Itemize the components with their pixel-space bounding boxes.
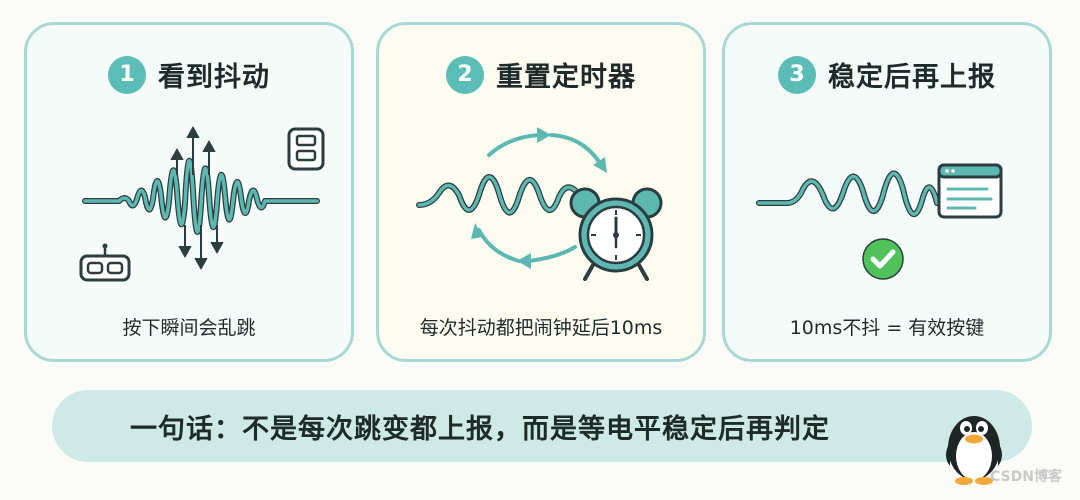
alarm-clock-icon	[569, 187, 663, 281]
card-caption: 每次抖动都把闹钟延后10ms	[419, 317, 663, 339]
step-number-badge: 2	[446, 55, 484, 94]
button-device-icon	[79, 243, 131, 282]
key-switch-icon	[287, 127, 325, 171]
check-icon	[862, 238, 904, 280]
card-header: 3 稳定后再上报	[725, 55, 1049, 94]
card-title: 重置定时器	[496, 62, 636, 93]
report-illustration	[756, 163, 1003, 280]
cycle-arrow-heads	[471, 127, 607, 269]
card-header: 2 重置定时器	[379, 55, 703, 94]
card-caption: 10ms不抖 = 有效按键	[789, 317, 985, 339]
jitter-illustration	[79, 125, 325, 282]
card-title: 看到抖动	[158, 62, 270, 93]
card-title: 稳定后再上报	[828, 62, 996, 93]
summary-banner: 一句话：不是每次跳变都上报，而是等电平稳定后再判定	[52, 390, 1032, 462]
card-header: 1 看到抖动	[27, 55, 351, 94]
step-card-reset-timer: 2 重置定时器	[376, 22, 706, 362]
watermark: CSDN博客	[990, 469, 1062, 485]
report-window-icon	[937, 163, 1003, 219]
timer-illustration	[416, 127, 663, 281]
step-card-see-jitter: 1 看到抖动 按下瞬间会乱跳	[24, 22, 354, 362]
penguin-mascot	[946, 416, 1002, 485]
summary-text: 一句话：不是每次跳变都上报，而是等电平稳定后再判定	[130, 413, 830, 445]
cycle-arrows-icon	[477, 133, 603, 263]
card-caption: 按下瞬间会乱跳	[122, 317, 256, 339]
step-card-report-stable: 3 稳定后再上报 10ms不抖 = 有效按键	[722, 22, 1052, 362]
jitter-arrows	[170, 125, 224, 271]
step-number-badge: 3	[778, 55, 816, 94]
step-number-badge: 1	[108, 55, 146, 94]
